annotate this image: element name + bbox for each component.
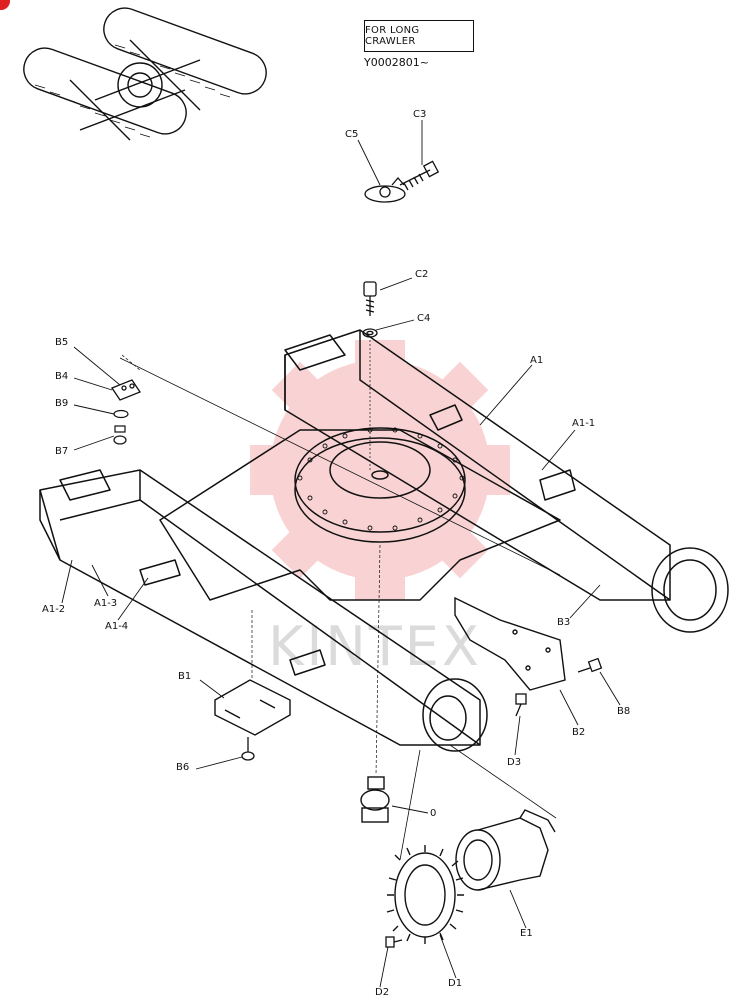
part-label-c2: C2 xyxy=(415,269,429,280)
c5-leader-line xyxy=(357,139,381,186)
part-label-b7: B7 xyxy=(55,446,69,457)
e1-leader-line xyxy=(509,889,527,929)
part-label-c3: C3 xyxy=(413,109,427,120)
part-label-b3: B3 xyxy=(557,617,571,628)
b1-guide-bracket-icon xyxy=(214,679,291,736)
d3-bolt-icon xyxy=(515,693,527,717)
b9-leader-line xyxy=(73,404,115,415)
part-label-a1-2: A1-2 xyxy=(42,604,66,615)
d1-sprocket-icon xyxy=(386,845,464,944)
b2-cover-icon xyxy=(454,596,566,691)
b1-leader-line xyxy=(199,679,225,699)
corner-badge xyxy=(0,0,10,10)
c5-fitting-icon xyxy=(364,177,406,203)
b5-leader-line xyxy=(73,346,121,386)
b8-bolt-icon xyxy=(577,657,603,673)
motor-reference-line xyxy=(449,744,557,819)
part-label-d3: D3 xyxy=(507,757,522,768)
long-crawler-note-box: FOR LONG CRAWLER xyxy=(364,20,474,52)
part-label-b9: B9 xyxy=(55,398,69,409)
c4-leader-line xyxy=(375,319,415,331)
part-label-a1-4: A1-4 xyxy=(105,621,129,632)
b7-bolt-icon xyxy=(113,425,127,445)
part-label-a1-3: A1-3 xyxy=(94,598,118,609)
swivel-axis-line xyxy=(375,544,381,776)
c2-bolt-icon xyxy=(363,281,377,316)
b6-bolt-icon xyxy=(241,737,255,761)
b8-leader-line xyxy=(599,671,621,706)
crawler-overview-icon xyxy=(23,7,267,141)
d1-leader-line xyxy=(439,934,457,979)
part-label-b5: B5 xyxy=(55,337,69,348)
part-label-b4: B4 xyxy=(55,371,69,382)
frame-reference-line xyxy=(119,357,561,576)
e1-travel-motor-icon xyxy=(455,809,556,891)
part-label-b8: B8 xyxy=(617,706,631,717)
b7-leader-line xyxy=(73,435,115,451)
b9-washer-icon xyxy=(113,409,129,419)
track-frame-icon xyxy=(39,329,729,752)
swivel-joint-icon xyxy=(360,776,390,823)
part-label-c5: C5 xyxy=(345,129,359,140)
a1-2-leader-line xyxy=(61,559,73,604)
b3-leader-line xyxy=(569,584,601,619)
part-label-e1: E1 xyxy=(520,928,533,939)
part-label-d2: D2 xyxy=(375,987,390,998)
part-label-a1-1: A1-1 xyxy=(572,418,596,429)
b4-leader-line xyxy=(73,377,113,391)
c3-bolt-icon xyxy=(399,160,440,191)
a1-4-leader-line xyxy=(117,577,149,621)
part-label-o: 0 xyxy=(430,808,437,819)
d2-bolt-icon xyxy=(385,936,403,948)
b4-plate-icon xyxy=(111,379,141,401)
serial-range-label: Y0002801~ xyxy=(364,56,429,69)
a1-leader-line xyxy=(479,364,533,426)
a1-3-leader-line xyxy=(91,564,109,597)
b-group-dash xyxy=(121,354,141,371)
part-label-b1: B1 xyxy=(178,671,192,682)
part-label-c4: C4 xyxy=(417,313,431,324)
sprocket-reference-line xyxy=(399,749,421,861)
a1-1-leader-line xyxy=(541,429,576,471)
watermark-gear-icon xyxy=(250,340,510,600)
d3-leader-line xyxy=(514,715,521,756)
part-label-d1: D1 xyxy=(448,978,463,989)
part-label-b2: B2 xyxy=(572,727,586,738)
part-label-b6: B6 xyxy=(176,762,190,773)
d2-leader-line xyxy=(379,946,389,988)
b6-leader-line xyxy=(195,756,243,770)
part-label-a1: A1 xyxy=(530,355,544,366)
c2-leader-line xyxy=(379,277,413,291)
o-leader-line xyxy=(391,805,429,814)
b2-leader-line xyxy=(559,689,579,726)
